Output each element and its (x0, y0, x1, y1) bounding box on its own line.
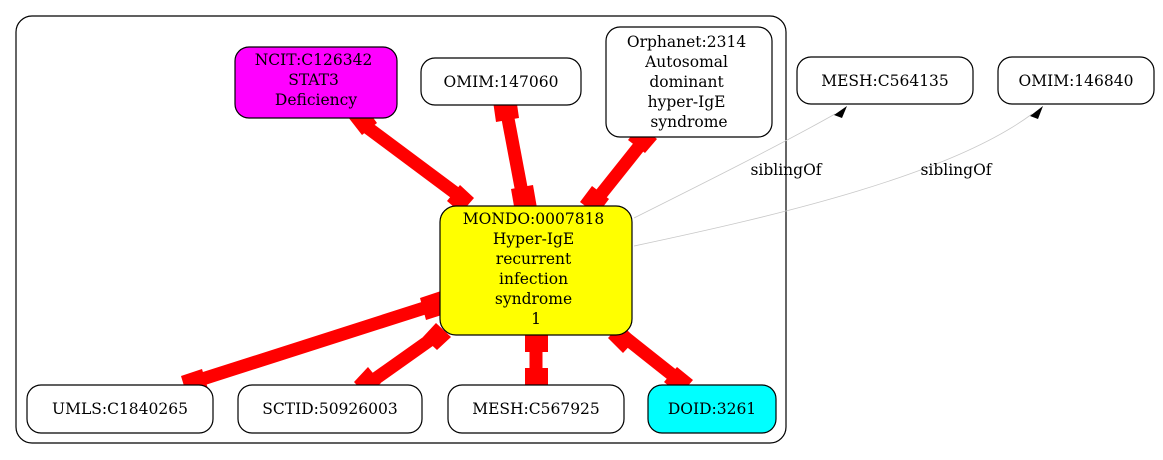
node-orphanet-label: Orphanet:2314 Autosomal dominant hyper-I… (627, 33, 751, 131)
node-doid-line-1: DOID:3261 (668, 400, 756, 418)
edge-umls-center (188, 296, 442, 390)
node-orphanet-line-3: dominant (649, 73, 724, 91)
node-mesh564135-label: MESH:C564135 (821, 72, 949, 90)
sibling-edge-omim146840 (633, 113, 1033, 247)
cluster-boundary (15, 15, 787, 444)
node-ncit[interactable]: NCIT:C126342 STAT3 Deficiency (234, 46, 398, 119)
node-center-line-4: infection (499, 270, 568, 288)
node-ncit-line-2: STAT3 (288, 71, 339, 89)
edge-label-sibling-2: siblingOf (920, 161, 992, 179)
node-mesh564135-line-1: MESH:C564135 (821, 72, 949, 90)
sibling-edge-mesh564135 (633, 113, 836, 219)
node-umls-label: UMLS:C1840265 (52, 400, 188, 418)
node-ncit-line-3: Deficiency (275, 91, 357, 109)
node-umls[interactable]: UMLS:C1840265 (26, 384, 214, 434)
node-ncit-label: NCIT:C126342 STAT3 Deficiency (255, 51, 378, 109)
node-mesh567925-label: MESH:C567925 (472, 400, 600, 418)
node-center-line-6: 1 (531, 310, 541, 328)
node-mesh567925-box (447, 384, 625, 434)
sibling-edges: siblingOf siblingOf (633, 106, 1043, 247)
node-center-line-2: Hyper-IgE (493, 230, 574, 248)
node-sctid-line-1: SCTID:50926003 (262, 400, 397, 418)
node-sctid-label: SCTID:50926003 (262, 400, 397, 418)
node-orphanet-line-1: Orphanet:2314 (627, 33, 746, 51)
node-orphanet[interactable]: Orphanet:2314 Autosomal dominant hyper-I… (605, 26, 773, 138)
node-sctid-box (237, 384, 423, 434)
node-orphanet-line-2: Autosomal (644, 53, 728, 71)
node-omim147060-line-1: OMIM:147060 (444, 73, 559, 91)
arrowhead-omim146840 (1030, 106, 1043, 119)
node-center-line-3: recurrent (496, 250, 572, 268)
node-umls-box (26, 384, 214, 434)
node-omim147060[interactable]: OMIM:147060 (420, 57, 582, 106)
node-doid[interactable]: DOID:3261 (647, 384, 777, 434)
node-omim147060-box (420, 57, 582, 106)
node-center[interactable]: MONDO:0007818 Hyper-IgE recurrent infect… (439, 205, 633, 336)
edge-orphanet-center (588, 134, 651, 208)
node-ncit-box (234, 46, 398, 119)
node-center-label: MONDO:0007818 Hyper-IgE recurrent infect… (463, 210, 609, 328)
node-orphanet-line-4: hyper-IgE (648, 93, 726, 111)
node-mesh564135-box (796, 56, 974, 105)
node-omim146840-label: OMIM:146840 (1019, 72, 1134, 90)
node-center-line-1: MONDO:0007818 (463, 210, 605, 228)
node-center-line-5: syndrome (495, 290, 572, 308)
edge-end-sctid-center (423, 323, 451, 350)
node-omim146840[interactable]: OMIM:146840 (997, 56, 1155, 105)
arrowhead-mesh564135 (834, 106, 847, 118)
node-orphanet-box (605, 26, 773, 138)
node-orphanet-line-5: syndrome (650, 113, 727, 131)
node-mesh567925-line-1: MESH:C567925 (472, 400, 600, 418)
node-mesh564135[interactable]: MESH:C564135 (796, 56, 974, 105)
node-sctid[interactable]: SCTID:50926003 (237, 384, 423, 434)
node-doid-label: DOID:3261 (668, 400, 756, 418)
node-doid-box (647, 384, 777, 434)
node-umls-line-1: UMLS:C1840265 (52, 400, 188, 418)
node-omim147060-label: OMIM:147060 (444, 73, 559, 91)
edge-end-omim147060-center (511, 185, 537, 212)
node-ncit-line-1: NCIT:C126342 (255, 51, 373, 69)
node-center-box (439, 205, 633, 336)
edge-label-sibling-1: siblingOf (750, 161, 822, 179)
node-mesh567925[interactable]: MESH:C567925 (447, 384, 625, 434)
node-omim146840-line-1: OMIM:146840 (1019, 72, 1134, 90)
node-omim146840-box (997, 56, 1155, 105)
edge-omim147060-center (499, 106, 530, 200)
edge-ncit-center (356, 116, 466, 204)
